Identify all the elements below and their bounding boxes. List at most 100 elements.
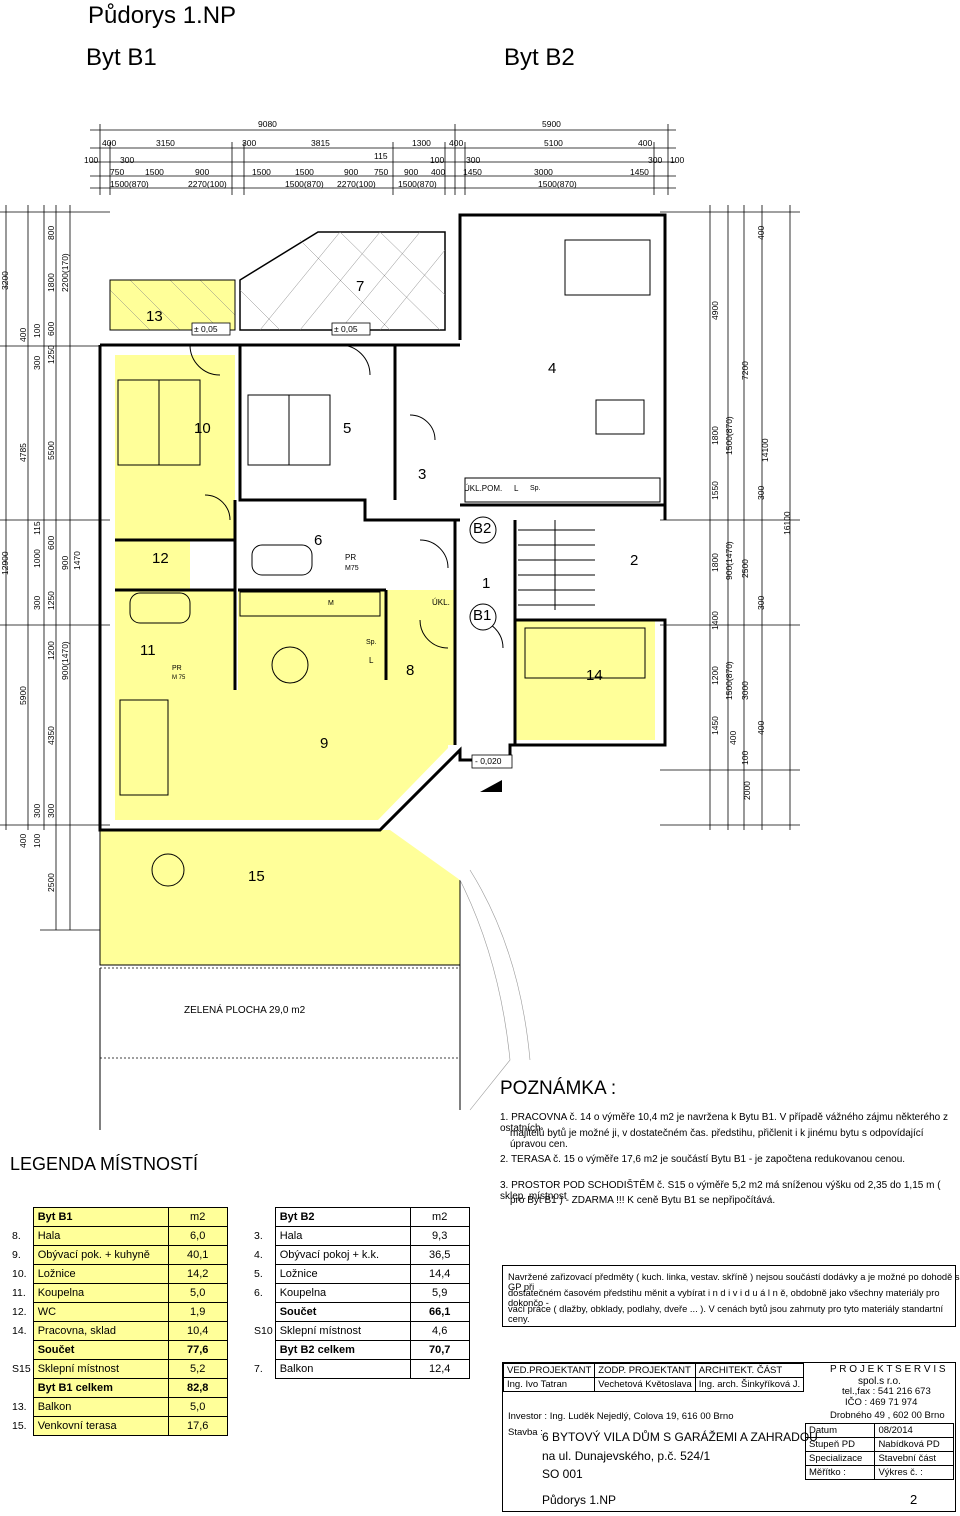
dim-left: 4785 bbox=[18, 443, 28, 462]
dim-right: 400 bbox=[756, 720, 766, 735]
tb-value: Nabídková PD bbox=[874, 1437, 954, 1452]
dim-top: 300 bbox=[466, 155, 481, 165]
tb-value: 08/2014 bbox=[874, 1423, 954, 1438]
note-1b: majitelů bytů je možné ji, v dostatečném… bbox=[510, 1128, 924, 1150]
floor-plan bbox=[0, 124, 800, 1130]
dim-top: 1500(870) bbox=[538, 179, 577, 189]
legend-val: 14,2 bbox=[167, 1264, 228, 1284]
firm-phone: tel.,fax : 541 216 673 bbox=[842, 1386, 931, 1397]
dim-top: 1300 bbox=[412, 138, 431, 148]
dim-total-b2: 5900 bbox=[542, 119, 561, 129]
legend-title: LEGENDA MÍSTNOSTÍ bbox=[10, 1154, 199, 1174]
legend-b1-unit: m2 bbox=[167, 1207, 228, 1227]
tb-value: Vechetová Květoslava bbox=[594, 1377, 696, 1392]
legend-sum-val: 66,1 bbox=[409, 1302, 470, 1322]
dim-right: 1200 bbox=[710, 666, 720, 685]
dim-left: 12900 bbox=[0, 551, 10, 575]
dim-top: 400 bbox=[638, 138, 653, 148]
dim-left: 300 bbox=[32, 803, 42, 818]
dim-top: 400 bbox=[102, 138, 117, 148]
dim-top: 300 bbox=[242, 138, 257, 148]
dim-left: 115 bbox=[32, 521, 42, 535]
dim-left: 1250 bbox=[46, 345, 56, 364]
dim-top: 100 bbox=[670, 155, 685, 165]
dim-left: 300 bbox=[32, 355, 42, 370]
legend-no: 15. bbox=[10, 1416, 34, 1436]
note-3a: 3. PROSTOR POD SCHODIŠTĚM č. S15 o výměř… bbox=[500, 1180, 941, 1202]
level-mark: ± 0,05 bbox=[194, 324, 218, 334]
room-number: 3 bbox=[418, 466, 427, 483]
room-number: 13 bbox=[146, 308, 163, 325]
dim-top: 1450 bbox=[630, 167, 649, 177]
dim-right: 300 bbox=[756, 595, 766, 610]
plan-label: ÚKL.POM. bbox=[464, 484, 503, 493]
dim-left: 5900 bbox=[18, 686, 28, 705]
dim-top: 1500(870) bbox=[398, 179, 437, 189]
legend-val: 5,2 bbox=[167, 1359, 228, 1379]
dim-top: 750 bbox=[110, 167, 125, 177]
drawing-title: Půdorys 1.NP bbox=[88, 2, 237, 29]
title-block-staff: VED.PROJEKTANT ZODP. PROJEKTANT ARCHITEK… bbox=[502, 1363, 805, 1392]
legend-name: Balkon bbox=[32, 1397, 169, 1417]
room-number: 10 bbox=[194, 420, 211, 437]
dim-left: 900 bbox=[60, 555, 70, 570]
firm-address: Drobného 49 , 602 00 Brno bbox=[830, 1410, 945, 1421]
legend-sum-val: 77,6 bbox=[167, 1340, 228, 1360]
dim-left: 400 bbox=[18, 833, 28, 848]
dim-left: 1470 bbox=[72, 551, 82, 570]
tb-value: Ing. arch. Šinkyříková J. bbox=[694, 1377, 805, 1392]
dim-right: 400 bbox=[728, 730, 738, 745]
dim-top: 1500 bbox=[295, 167, 314, 177]
dim-right: 2000 bbox=[742, 781, 752, 800]
legend-val: 17,6 bbox=[167, 1416, 228, 1436]
tb-head: ZODP. PROJEKTANT bbox=[594, 1363, 696, 1378]
tb-value: Stavební část bbox=[874, 1451, 954, 1466]
tb-label: Výkres č. : bbox=[874, 1465, 954, 1480]
dim-top: 900 bbox=[195, 167, 210, 177]
tb-head: VED.PROJEKTANT bbox=[502, 1363, 596, 1378]
dim-right: 4900 bbox=[710, 301, 720, 320]
level-mark: - 0,020 bbox=[475, 756, 502, 766]
dim-top: 1500 bbox=[145, 167, 164, 177]
dim-right: 300 bbox=[756, 485, 766, 500]
legend-val: 36,5 bbox=[409, 1245, 470, 1265]
furniture-note-3: vací práce ( dlažby, obklady, podlahy, d… bbox=[508, 1304, 944, 1324]
dim-top: 115 bbox=[374, 151, 388, 161]
legend-b2-unit: m2 bbox=[409, 1207, 470, 1227]
legend-no: S10 bbox=[252, 1321, 276, 1341]
legend-b2-header: Byt B2 bbox=[274, 1207, 411, 1227]
dim-left: 2200(170) bbox=[60, 253, 70, 292]
note-1a: 1. PRACOVNA č. 14 o výměře 10,4 m2 je na… bbox=[500, 1112, 949, 1134]
legend-name: Koupelna bbox=[274, 1283, 411, 1303]
dim-right: 100 bbox=[740, 750, 750, 765]
legend-no: 12. bbox=[10, 1302, 34, 1322]
dim-left: 2500 bbox=[46, 873, 56, 892]
dim-left: 300 bbox=[32, 595, 42, 610]
legend-total-name: Byt B1 celkem bbox=[32, 1378, 169, 1398]
firm-name: P R O J E K T S E R V I S bbox=[830, 1364, 946, 1375]
legend-val: 40,1 bbox=[167, 1245, 228, 1265]
legend-no: 4. bbox=[252, 1245, 276, 1265]
legend-name: Obývací pokoj + k.k. bbox=[274, 1245, 411, 1265]
stavba-location: na ul. Dunajevského, p.č. 524/1 bbox=[542, 1449, 711, 1463]
dim-left: 1000 bbox=[32, 549, 42, 568]
legend-no: 9. bbox=[10, 1245, 34, 1265]
dim-left: 100 bbox=[32, 833, 42, 848]
legend-val: 12,4 bbox=[409, 1359, 470, 1379]
legend-sum-name: Součet bbox=[32, 1340, 169, 1360]
legend-val: 4,6 bbox=[409, 1321, 470, 1341]
legend-name: Obývací pok. + kuhyně bbox=[32, 1245, 169, 1265]
dim-right: 1500(870) bbox=[724, 416, 734, 455]
legend-name: Venkovní terasa bbox=[32, 1416, 169, 1436]
legend-no: 5. bbox=[252, 1264, 276, 1284]
room-number: 9 bbox=[320, 735, 329, 752]
dim-right: 3000 bbox=[740, 681, 750, 700]
dim-top: 3000 bbox=[534, 167, 553, 177]
dim-top: 900 bbox=[404, 167, 419, 177]
furniture-note-1: Navržené zařizovací předměty ( kuch. lin… bbox=[508, 1272, 960, 1292]
legend-no: 7. bbox=[252, 1359, 276, 1379]
dim-left: 900(1470) bbox=[60, 641, 70, 680]
